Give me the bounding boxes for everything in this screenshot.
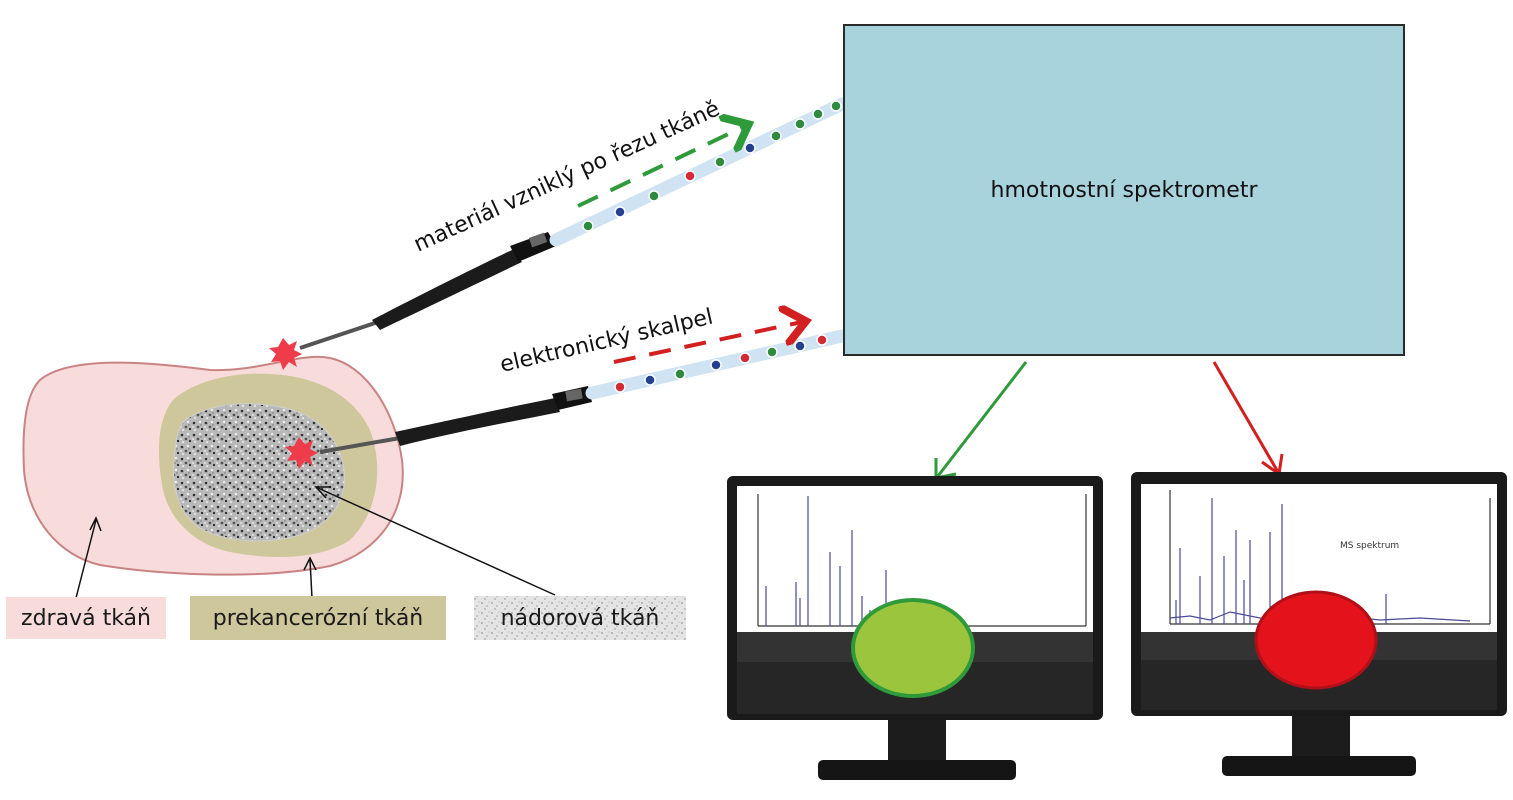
result-red	[1254, 590, 1378, 690]
spectrum-title: MS spektrum	[1340, 541, 1399, 551]
result-arrow-green	[936, 361, 1028, 477]
legend-healthy-label: zdravá tkáň	[21, 605, 151, 631]
tumor-tissue	[173, 403, 346, 542]
dashed-arrow-green	[577, 126, 745, 208]
dashed-arrow-red	[613, 322, 802, 364]
result-arrow-red	[1212, 361, 1280, 473]
spark-tumor	[285, 437, 318, 469]
pointer-healthy	[75, 516, 102, 599]
legend-precancerous-label: prekancerózní tkáň	[212, 605, 424, 631]
legend-tumor-label: nádorová tkáň	[500, 605, 660, 631]
pointer-precancer	[303, 556, 317, 599]
legend-tumor: nádorová tkáň	[474, 596, 686, 640]
pointer-tumor	[314, 486, 556, 596]
legend-healthy: zdravá tkáň	[6, 597, 166, 639]
legend-tumor-swatch	[474, 596, 686, 640]
spectrometer-label: hmotnostní spektrometr	[990, 178, 1258, 203]
particles-lower	[614, 334, 828, 393]
monitor-left	[727, 476, 1103, 780]
scalpel-upper	[299, 232, 556, 350]
result-green	[851, 598, 975, 698]
spark-top	[269, 338, 302, 370]
legend-precancerous: prekancerózní tkáň	[190, 596, 446, 640]
mass-spectrometer: hmotnostní spektrometr	[843, 24, 1405, 356]
tube-upper	[549, 97, 849, 247]
scalpel-lower	[319, 386, 592, 454]
spectrum-left	[757, 494, 1087, 627]
monitor-right: MS spektrum	[1131, 472, 1507, 776]
